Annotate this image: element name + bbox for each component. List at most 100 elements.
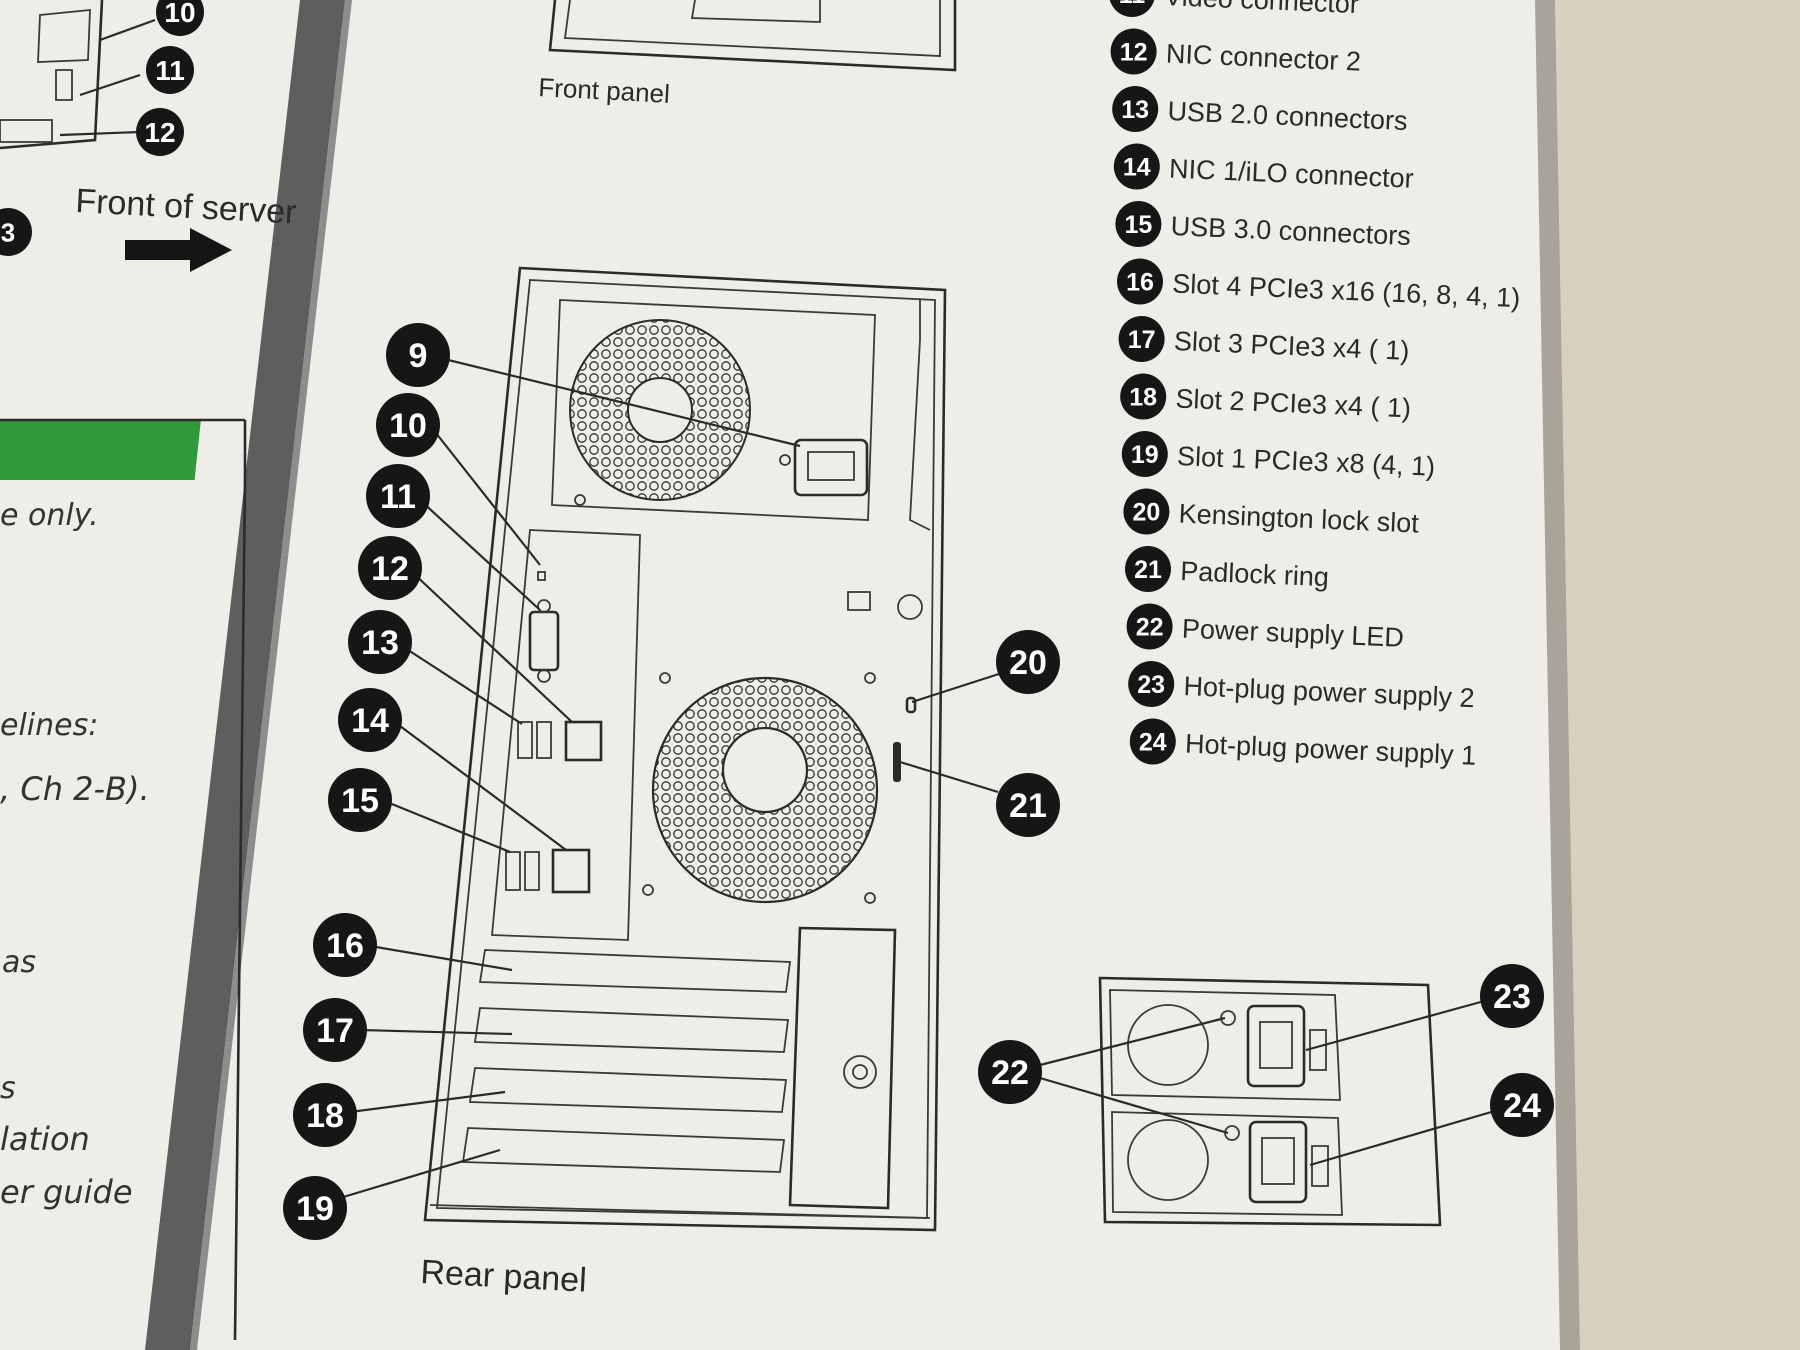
mini-header — [55, 69, 73, 101]
rear-callout-10: 10 — [376, 393, 440, 457]
left-text-fragments: e only. elines: , Ch 2-B). as s lation e… — [0, 498, 150, 1211]
rear-callout-17-number: 17 — [316, 1012, 354, 1050]
legend-badge-20: 20 — [1123, 488, 1170, 535]
rear-panel-drawing — [423, 266, 947, 1232]
fragment-user-guide: er guide — [0, 1173, 133, 1211]
front-of-server-arrow-icon — [125, 228, 232, 272]
legend-badge-16-circle — [1117, 258, 1163, 305]
uid-led — [537, 571, 546, 581]
legend-badge-14-number: 14 — [1123, 154, 1151, 182]
psu-callout-23-number: 23 — [1493, 978, 1531, 1016]
left-callout-11-circle — [146, 46, 194, 94]
kensington-slot — [905, 696, 917, 714]
rear-callout-20-number: 20 — [1009, 644, 1047, 682]
nic2-port — [564, 720, 603, 762]
rear-callout-10-circle — [376, 393, 440, 457]
left-callout-partial-circle — [0, 208, 32, 256]
fragment-guidelines: elines: — [0, 708, 98, 743]
left-callout-partial-number: 3 — [1, 217, 15, 247]
legend-badge-18-circle — [1120, 373, 1167, 420]
left-callout-12-number: 12 — [144, 117, 175, 148]
psu-callout-23: 23 — [1480, 964, 1544, 1028]
rear-callout-14-number: 14 — [351, 702, 389, 740]
rear-callout-18-number: 18 — [306, 1097, 344, 1135]
mini-component — [37, 9, 91, 63]
left-callout-11: 11 — [146, 46, 194, 94]
legend-badge-22: 22 — [1126, 603, 1173, 650]
psu-bracket — [788, 926, 897, 1210]
rear-callout-19-circle — [283, 1176, 347, 1240]
green-header-bar — [0, 420, 201, 480]
rear-callout-13: 13 — [348, 610, 412, 674]
nic1-ilo-port — [551, 848, 591, 894]
rear-callout-11: 11 — [366, 464, 430, 528]
rear-callout-15: 15 — [328, 768, 392, 832]
left-box-border — [233, 420, 247, 1341]
legend-badge-23-number: 23 — [1137, 671, 1165, 699]
psu-callout-22-circle — [978, 1040, 1042, 1104]
leader-lines — [339, 356, 1506, 1200]
mini-board-outline — [0, 0, 104, 150]
psu-2-fan — [1127, 1004, 1209, 1086]
io-board — [491, 529, 641, 941]
rear-callout-14-circle — [338, 688, 402, 752]
psu-callout-22-number: 22 — [991, 1054, 1029, 1092]
legend-badge-16: 16 — [1117, 258, 1163, 305]
usb3-port-a — [505, 851, 521, 891]
psu-callout-24: 24 — [1490, 1073, 1554, 1137]
legend-badge-16-number: 16 — [1126, 269, 1154, 297]
rear-callout-21: 21 — [996, 773, 1060, 837]
legend-badge-14-circle — [1113, 143, 1160, 190]
legend-badge-17: 17 — [1118, 316, 1165, 362]
psu-1-module — [1111, 1111, 1343, 1216]
divider-band — [145, 0, 345, 1350]
mini-leaders — [59, 18, 156, 137]
left-callout-12-circle — [136, 108, 184, 156]
legend-badge-18: 18 — [1120, 373, 1167, 420]
psu-1-inlet — [1248, 1120, 1308, 1204]
legend-badge-23: 23 — [1128, 661, 1175, 707]
fragment-s: s — [0, 1071, 16, 1106]
rear-callout-11-number: 11 — [380, 478, 416, 516]
legend-badge-19: 19 — [1121, 431, 1168, 477]
rear-callout-18-circle — [293, 1083, 357, 1147]
legend-badge-19-number: 19 — [1131, 441, 1159, 469]
legend-badge-18-number: 18 — [1129, 384, 1157, 412]
rear-callout-12: 12 — [358, 536, 422, 600]
rear-callout-21-number: 21 — [1009, 787, 1047, 825]
page-edge — [1535, 0, 1580, 1350]
left-callout-partial: 3 — [0, 208, 32, 256]
legend-badge-15-circle — [1115, 201, 1162, 247]
legend-badge-12: 12 — [1110, 28, 1157, 75]
psu-area — [551, 299, 876, 521]
legend-badge-23-circle — [1128, 661, 1175, 707]
rear-callout-11-circle — [366, 464, 430, 528]
fragment-only: e only. — [0, 498, 99, 533]
left-callout-10-circle — [156, 0, 204, 36]
rear-callout-18: 18 — [293, 1083, 357, 1147]
power-inlet — [793, 438, 869, 497]
front-panel-label: Front panel — [538, 72, 671, 109]
usb2-port-b — [536, 721, 552, 759]
rear-callout-13-circle — [348, 610, 412, 674]
legend-badge-24-circle — [1129, 718, 1176, 765]
legend-badge-19-circle — [1121, 431, 1168, 477]
legend-badge-22-number: 22 — [1136, 614, 1164, 642]
rear-panel-label: Rear panel — [420, 1253, 588, 1300]
rear-callout-16: 16 — [313, 913, 377, 977]
legend-badge-15: 15 — [1115, 201, 1162, 247]
rear-callout-12-number: 12 — [371, 550, 409, 588]
legend-badge-11: 11 — [1109, 0, 1155, 17]
legend-badge-12-circle — [1110, 28, 1157, 75]
left-page — [0, 0, 247, 1341]
front-panel-drawing — [548, 0, 957, 72]
rear-callout-15-number: 15 — [341, 782, 379, 820]
rear-callout-14: 14 — [338, 688, 402, 752]
fragment-channel: , Ch 2-B). — [0, 770, 150, 808]
usb3-port-b — [524, 851, 540, 891]
rear-callout-13-number: 13 — [361, 624, 399, 662]
usb2-port-a — [517, 721, 533, 759]
legend-badge-21: 21 — [1125, 546, 1171, 592]
